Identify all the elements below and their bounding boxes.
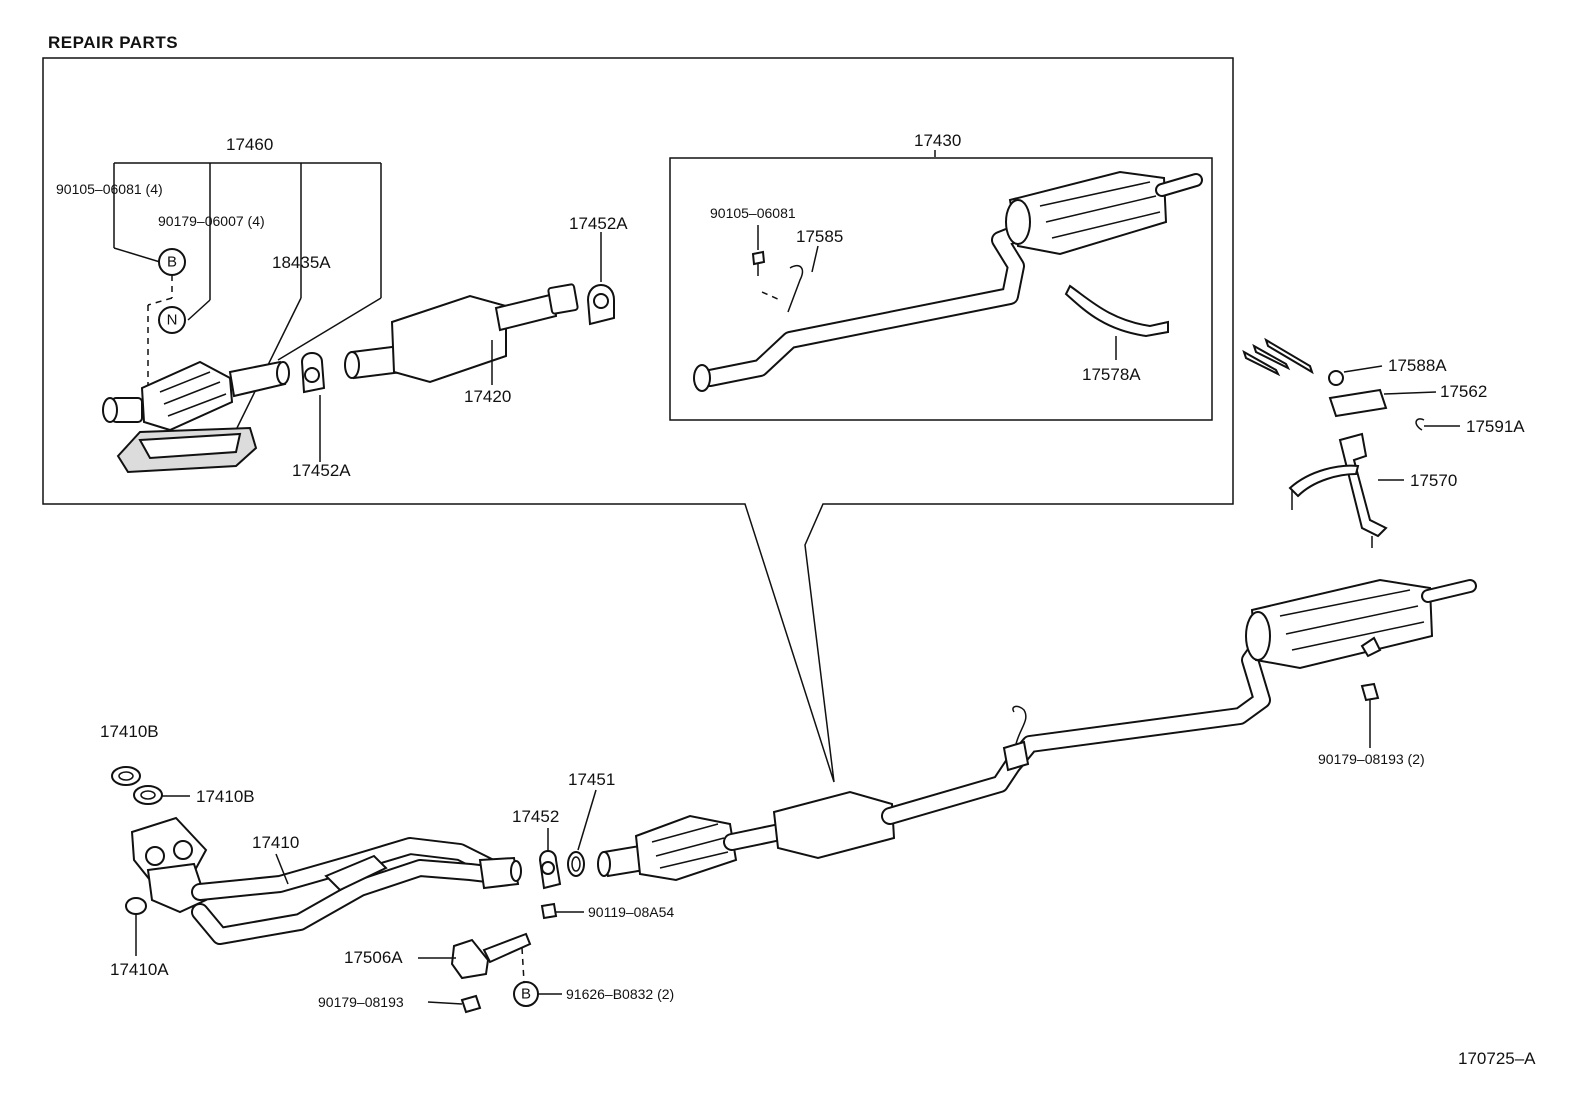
label-90105-06081: 90105–06081 (710, 205, 796, 221)
label-90119-08a54: 90119–08A54 (588, 904, 674, 920)
clamp-17452-part (538, 828, 562, 890)
front-exhaust-pipe-part (130, 816, 522, 945)
hanger-17578a-part (1064, 284, 1169, 360)
svg-text:N: N (167, 312, 178, 329)
tailpipe-muffler-part (693, 150, 1203, 392)
marker-b-lower: B (513, 981, 562, 1007)
label-17570: 17570 (1410, 471, 1457, 490)
label-17506a: 17506A (344, 948, 403, 967)
tailpipe-assembly-frame (669, 157, 1213, 421)
label-17578a: 17578A (1082, 365, 1141, 384)
center-muffler-part (344, 283, 579, 385)
nut-17588a-part (1328, 365, 1383, 386)
main-exhaust-line-part (597, 637, 1271, 882)
clamp-17452a-lower-part (300, 352, 326, 462)
label-17585: 17585 (796, 227, 843, 246)
insulator-strips-part (1242, 337, 1314, 377)
bolt-sensor-part (751, 225, 819, 313)
label-17452a-low: 17452A (292, 461, 351, 480)
label-17452: 17452 (512, 807, 559, 826)
label-17562: 17562 (1440, 382, 1487, 401)
label-17460: 17460 (226, 135, 273, 154)
gasket-17410a-part (125, 897, 147, 956)
front-catalytic-pipe-part (102, 360, 290, 474)
clamp-17452a-upper-part (586, 232, 615, 326)
label-17430: 17430 (914, 131, 961, 150)
label-18435a: 18435A (272, 253, 331, 272)
figure-code: 170725–A (1458, 1049, 1536, 1068)
bracket-17562-part (1328, 388, 1437, 418)
main-muffler-part (1245, 578, 1477, 670)
nut-90179-right-part (1360, 682, 1380, 748)
nut-90179-lower-part (427, 994, 482, 1014)
label-17420: 17420 (464, 387, 511, 406)
label-17410: 17410 (252, 833, 299, 852)
label-17588a: 17588A (1388, 356, 1447, 375)
front-pipe-leader-lines (113, 162, 382, 433)
svg-text:B: B (167, 254, 177, 271)
hanger-17570-part (1288, 432, 1404, 548)
label-90179-08193: 90179–08193 (318, 994, 404, 1010)
gasket-17451-part (567, 789, 597, 877)
label-91626-b0832-2: 91626–B0832 (2) (566, 986, 674, 1002)
label-90105-06081-4: 90105–06081 (4) (56, 181, 163, 197)
repair-parts-frame (42, 57, 1234, 783)
gasket-17410b-lower-part (133, 785, 190, 805)
label-17410b-1: 17410B (100, 722, 159, 741)
label-17451: 17451 (568, 770, 615, 789)
clip-17591a-part (1415, 418, 1460, 431)
gasket-17410b-upper-part (111, 766, 141, 786)
label-17410a: 17410A (110, 960, 169, 979)
label-17410b-2: 17410B (196, 787, 255, 806)
bolt-90119-part (540, 902, 584, 920)
label-17591a: 17591A (1466, 417, 1525, 436)
label-17452a-top: 17452A (569, 214, 628, 233)
label-90179-08193-2: 90179–08193 (2) (1318, 751, 1425, 767)
support-17506a-part (418, 932, 532, 983)
repair-parts-header: REPAIR PARTS (48, 33, 178, 52)
label-90179-06007-4: 90179–06007 (4) (158, 213, 265, 229)
marker-n-top: N (158, 306, 186, 334)
marker-b-top: B (158, 248, 186, 276)
svg-text:B: B (521, 986, 531, 1003)
